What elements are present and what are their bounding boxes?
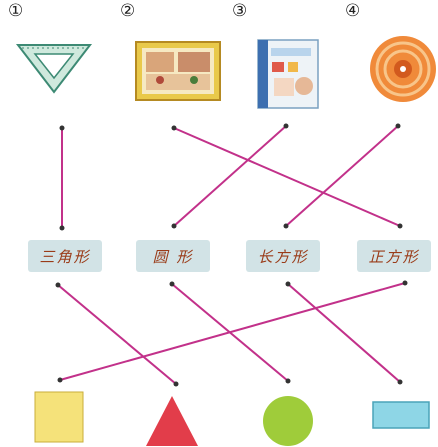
item-number-2: ② xyxy=(120,1,136,21)
circle-shape xyxy=(263,396,313,446)
line-square-to-square-shape xyxy=(59,282,406,381)
line-rectangle-to-rectangle-shape xyxy=(287,283,401,383)
label-square: 正方形 xyxy=(357,240,431,272)
rectangle-shape xyxy=(372,401,430,429)
item-number-4: ④ xyxy=(345,1,361,21)
line-triangle-to-triangle-shape xyxy=(57,284,177,385)
book-image xyxy=(257,39,319,109)
line-item4-to-rectangle xyxy=(285,125,399,227)
label-triangle: 三角形 xyxy=(28,240,102,272)
item-number-3: ③ xyxy=(232,1,248,21)
label-circle: 圆 形 xyxy=(136,240,210,272)
triangle-ruler-image xyxy=(15,44,93,94)
framed-picture-image xyxy=(135,41,221,101)
label-rectangle: 长方形 xyxy=(246,240,320,272)
item-number-1: ① xyxy=(8,1,24,21)
triangle-shape xyxy=(146,396,198,446)
line-item2-to-square xyxy=(173,127,401,227)
line-item3-to-circle xyxy=(173,125,287,227)
square-shape xyxy=(34,391,84,443)
round-disc-image xyxy=(370,36,436,102)
